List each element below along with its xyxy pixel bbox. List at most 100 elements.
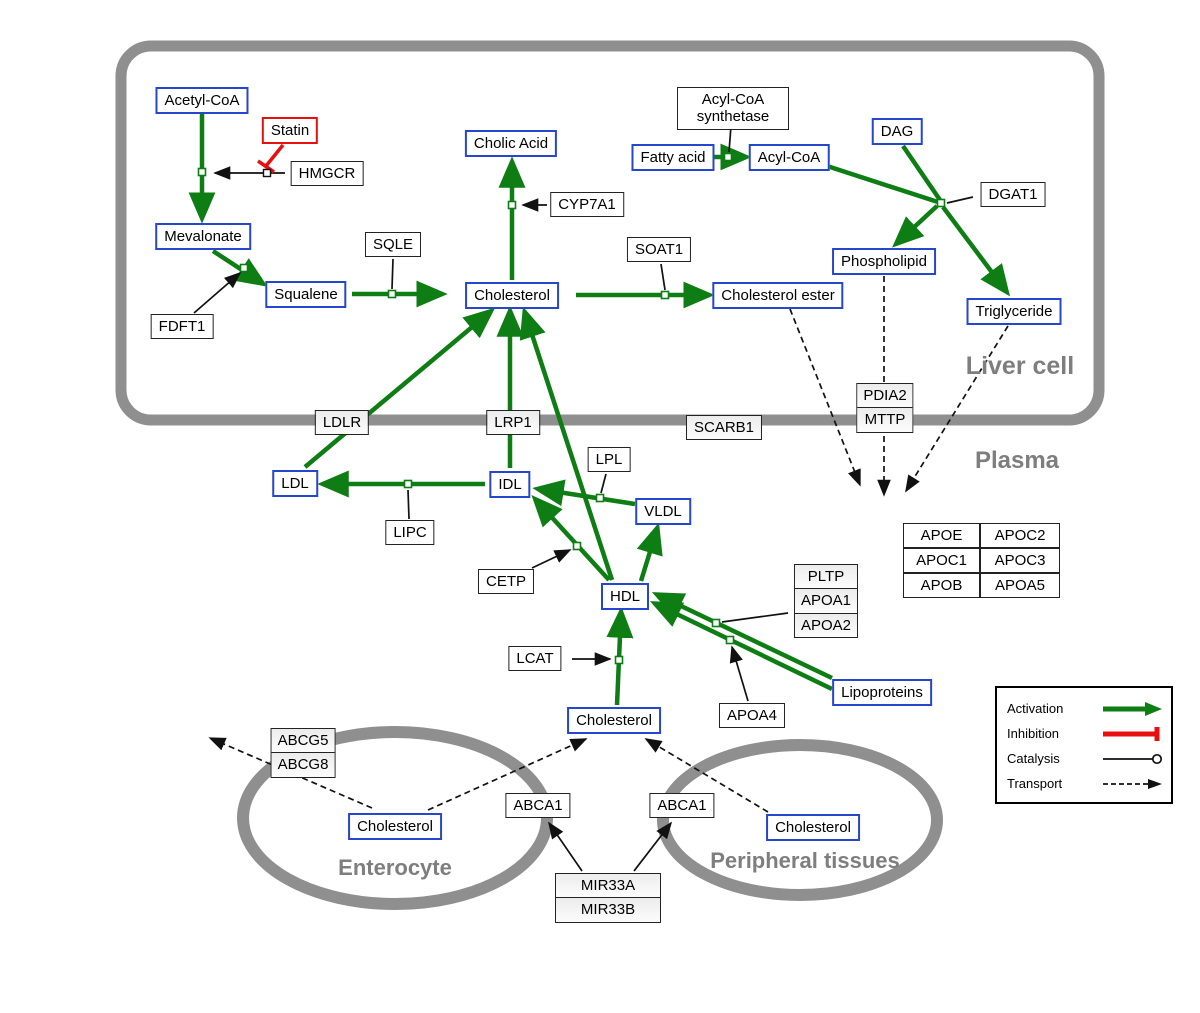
node-cholesterol-plasma[interactable]: Cholesterol [567, 707, 661, 735]
region-label-plasma: Plasma [974, 447, 1060, 474]
node-apoc1[interactable]: APOC1 [903, 548, 980, 573]
transport-dashed-arrow-icon [1103, 778, 1162, 789]
legend-transport-label: Transport [1007, 776, 1063, 791]
node-apoa1[interactable]: APOA1 [794, 588, 858, 613]
statin-inhibition-tbar [257, 159, 275, 174]
node-scarb1[interactable]: SCARB1 [685, 415, 763, 441]
stack-pdia2-mttp: PDIA2 MTTP [856, 383, 914, 433]
catalysis-circle-icon [1103, 753, 1163, 764]
catalysis-fdft1 [193, 271, 242, 314]
node-phospholipid[interactable]: Phospholipid [832, 248, 936, 276]
node-mir33a[interactable]: MIR33A [556, 874, 660, 898]
inhibition-edge-statin [257, 143, 285, 174]
activation-arrow-icon [1103, 701, 1162, 716]
node-lipc[interactable]: LIPC [385, 520, 435, 546]
node-triglyceride[interactable]: Triglyceride [966, 298, 1062, 326]
edge-lipoproteins-hdl-lower [649, 601, 833, 692]
node-cholesterol-liver[interactable]: Cholesterol [465, 282, 559, 310]
edge-ldl-cholesterol [303, 307, 496, 469]
node-lipoproteins[interactable]: Lipoproteins [832, 679, 932, 707]
legend-catalysis-label: Catalysis [1007, 751, 1060, 766]
region-label-enterocyte: Enterocyte [338, 855, 452, 880]
hmgcr-catalysis-node [262, 168, 272, 178]
node-cyp7a1[interactable]: CYP7A1 [550, 192, 624, 218]
edge-hdl-cholesterol [519, 306, 615, 581]
node-soat1[interactable]: SOAT1 [626, 237, 692, 263]
node-abcg8[interactable]: ABCG8 [271, 752, 335, 777]
transport-enterocyte-to-plasma-cholesterol [427, 738, 588, 811]
node-vldl[interactable]: VLDL [635, 498, 691, 526]
node-abca1-left[interactable]: ABCA1 [505, 793, 571, 819]
regulation-mir33-abca1-left [548, 821, 583, 872]
catalysis-lipc [407, 489, 410, 520]
node-pdia2[interactable]: PDIA2 [857, 384, 913, 408]
legend-inhibition-label: Inhibition [1007, 726, 1060, 741]
edge-mevalonate-squalene [211, 249, 268, 287]
stack-pltp-apoa1-apoa2: PLTP APOA1 APOA2 [793, 564, 859, 638]
node-hmgcr[interactable]: HMGCR [290, 161, 364, 187]
node-abca1-right[interactable]: ABCA1 [649, 793, 715, 819]
node-mir33b[interactable]: MIR33B [556, 897, 660, 922]
catalysis-acylcoa-synthetase [728, 125, 732, 153]
node-ldlr[interactable]: LDLR [314, 410, 370, 436]
node-dag[interactable]: DAG [871, 118, 923, 146]
catalysis-sqle [391, 258, 394, 290]
node-apoa2[interactable]: APOA2 [794, 612, 858, 637]
transport-cholesterol-ester-to-plasma [789, 308, 861, 487]
node-squalene[interactable]: Squalene [265, 281, 347, 309]
node-apoc2[interactable]: APOC2 [980, 523, 1060, 548]
node-apoa4[interactable]: APOA4 [718, 703, 786, 729]
region-label-peripheral: Peripheral tissues [710, 848, 900, 873]
node-cetp[interactable]: CETP [477, 569, 535, 595]
node-ldl[interactable]: LDL [272, 470, 318, 498]
stack-abcg5-abcg8: ABCG5 ABCG8 [270, 728, 336, 778]
node-acyl-coa-synthetase[interactable]: Acyl-CoA synthetase [677, 87, 789, 130]
node-hdl[interactable]: HDL [600, 583, 650, 611]
node-apoc3[interactable]: APOC3 [980, 548, 1060, 573]
node-acyl-coa[interactable]: Acyl-CoA [748, 144, 830, 172]
node-statin[interactable]: Statin [261, 117, 319, 145]
catalysis-lpl [600, 473, 607, 494]
catalysis-cetp [531, 549, 572, 569]
node-apob[interactable]: APOB [903, 573, 980, 598]
node-cholesterol-enterocyte[interactable]: Cholesterol [348, 813, 442, 841]
node-lrp1[interactable]: LRP1 [486, 410, 540, 436]
apolipoprotein-table: APOE APOC2 APOC1 APOC3 APOB APOA5 [903, 523, 1060, 598]
transport-peripheral-to-plasma-cholesterol [644, 738, 769, 813]
node-abcg5[interactable]: ABCG5 [271, 729, 335, 753]
stack-mir33a-mir33b: MIR33A MIR33B [555, 873, 661, 923]
legend-row-catalysis: Catalysis [1007, 746, 1163, 771]
transport-triglyceride-to-plasma [905, 325, 1009, 493]
node-fdft1[interactable]: FDFT1 [150, 314, 214, 340]
edge-hdl-idl [531, 495, 611, 582]
catalysis-apoa-stack [721, 612, 789, 623]
node-apoa5[interactable]: APOA5 [980, 573, 1060, 598]
node-dgat1[interactable]: DGAT1 [980, 182, 1046, 208]
catalysis-dgat1 [946, 196, 974, 204]
regulation-mir33-abca1-right [633, 821, 673, 872]
node-mevalonate[interactable]: Mevalonate [155, 223, 251, 251]
node-apoe[interactable]: APOE [903, 523, 980, 548]
node-sqle[interactable]: SQLE [364, 232, 422, 258]
legend-activation-label: Activation [1007, 701, 1064, 716]
statin-inhibition-line [264, 143, 285, 168]
node-acetyl-coa[interactable]: Acetyl-CoA [155, 87, 249, 115]
edge-dgat1junction-phospholipid [892, 204, 939, 248]
edge-dgat1junction-triglyceride [941, 205, 1011, 297]
node-pltp[interactable]: PLTP [794, 565, 858, 589]
edge-dag-dgat1junction [901, 144, 942, 202]
node-cholesterol-peripheral[interactable]: Cholesterol [766, 814, 860, 842]
node-lcat[interactable]: LCAT [508, 646, 562, 672]
catalysis-soat1 [660, 263, 666, 291]
node-cholesterol-ester[interactable]: Cholesterol ester [712, 282, 844, 310]
node-idl[interactable]: IDL [489, 471, 531, 499]
region-label-liver: Liver cell [965, 352, 1075, 380]
node-cholic-acid[interactable]: Cholic Acid [464, 130, 558, 158]
node-mttp[interactable]: MTTP [857, 407, 913, 432]
node-lpl[interactable]: LPL [587, 447, 631, 473]
activation-edges [188, 114, 1011, 706]
node-fatty-acid[interactable]: Fatty acid [631, 144, 715, 172]
edge-acylcoa-dgat1junction [826, 163, 942, 206]
